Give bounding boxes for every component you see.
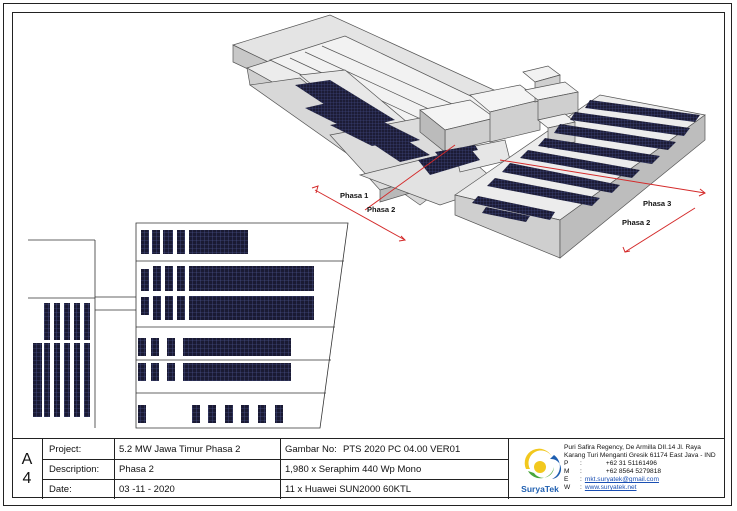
- company-contact: Puri Safira Regency, De Armilla DII.14 J…: [564, 444, 716, 491]
- address-line2: Karang Turi Menganti Gresik 61174 East J…: [564, 452, 716, 459]
- plan-right-arrays: [138, 230, 314, 423]
- plan-right-section: [135, 222, 349, 429]
- drawing-no-value: PTS 2020 PC 04.00 VER01: [343, 444, 461, 455]
- phase-label-phasa3: Phasa 3: [643, 199, 671, 208]
- date-label: Date:: [49, 484, 72, 495]
- pv-arrays-left-3d: [295, 80, 480, 175]
- phase-label-phasa1: Phasa 1: [340, 191, 368, 200]
- mobile-key: M: [564, 468, 570, 475]
- description-label: Description:: [49, 464, 100, 475]
- inverters-spec: 11 x Huawei SUN2000 60KTL: [285, 484, 412, 495]
- description-value: Phasa 2: [119, 464, 154, 475]
- suryatek-logo: SuryaTek: [521, 448, 562, 494]
- phase-lines: [311, 144, 706, 253]
- web-key: W: [564, 484, 571, 491]
- inner-border: [12, 12, 725, 498]
- date-value: 03 -11 - 2020: [119, 484, 175, 495]
- pv-arrays-right-3d: [472, 100, 700, 222]
- email-key: E: [564, 476, 569, 483]
- phone-key: P: [564, 460, 569, 467]
- modules-spec: 1,980 x Seraphim 440 Wp Mono: [285, 464, 422, 475]
- drawing-no-label: Gambar No:: [285, 444, 337, 455]
- mobile: +62 8564 5279818: [605, 468, 662, 475]
- phase-label-phasa2-left: Phasa 2: [367, 205, 395, 214]
- title-block: A 4 Project: 5.2 MW Jawa Timur Phasa 2 D…: [12, 438, 725, 499]
- phase-label-phasa2-right: Phasa 2: [622, 218, 650, 227]
- web-link[interactable]: www.suryatek.net: [584, 484, 637, 491]
- plan-left-section: [28, 239, 136, 428]
- sheet-size-letter: A: [21, 451, 33, 468]
- sheet-size-number: 4: [22, 470, 32, 487]
- project-label: Project:: [49, 444, 82, 455]
- outer-border: [3, 3, 732, 506]
- phone: +62 31 51161496: [605, 460, 657, 467]
- plan-left-arrays: [33, 303, 90, 417]
- email-link[interactable]: mkt.suryatek@gmail.com: [584, 476, 659, 483]
- address-line1: Puri Safira Regency, De Armilla DII.14 J…: [564, 444, 701, 451]
- project-value: 5.2 MW Jawa Timur Phasa 2: [119, 444, 241, 455]
- logo-text: SuryaTek: [521, 484, 559, 494]
